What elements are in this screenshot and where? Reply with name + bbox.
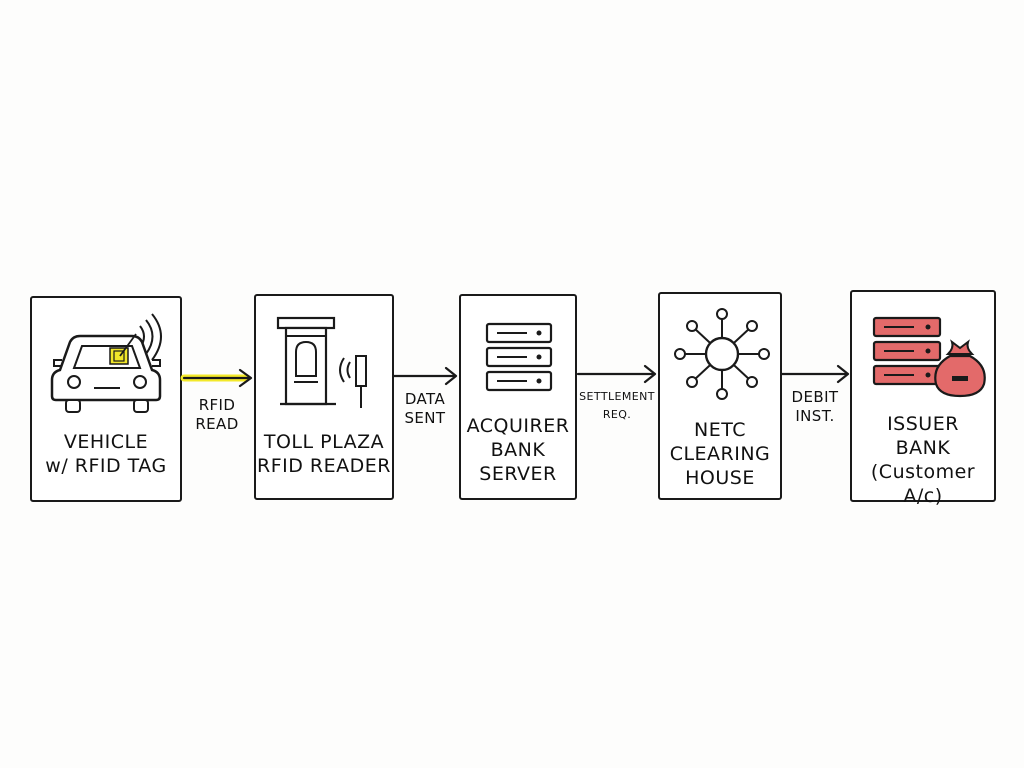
toll-plaza-box: TOLL PLAZA RFID READER: [254, 294, 394, 500]
server-stack-icon: [485, 322, 553, 392]
acquirer-bank-box: ACQUIRER BANK SERVER: [459, 294, 577, 500]
arrow-rfid-read: [182, 368, 253, 388]
red-server-with-money-bag-icon: [872, 316, 986, 398]
edge-label-settlement-req: SETTLEMENT REQ.: [579, 390, 655, 421]
issuer-bank-label: ISSUER BANK (Customer A/c): [870, 413, 976, 507]
toll-plaza-label: TOLL PLAZA RFID READER: [257, 431, 391, 477]
arrow-debit-inst: [780, 364, 850, 384]
edge-label-debit-inst: DEBIT INST.: [791, 388, 839, 425]
edge-label-data-sent: DATA SENT: [404, 390, 446, 427]
issuer-bank-box: ISSUER BANK (Customer A/c): [850, 290, 996, 507]
edge-label-rfid-read: RFID READ: [195, 396, 239, 433]
network-hub-icon: [674, 308, 770, 400]
arrow-settlement-req: [576, 364, 657, 384]
acquirer-bank-label: ACQUIRER BANK SERVER: [466, 415, 570, 485]
car-with-rfid-tag-icon: [50, 313, 162, 413]
vehicle-box: VEHICLE w/ RFID TAG: [30, 296, 182, 502]
netc-clearing-house-label: NETC CLEARING HOUSE: [669, 419, 771, 489]
vehicle-label: VEHICLE w/ RFID TAG: [45, 431, 167, 477]
netc-clearing-house-box: NETC CLEARING HOUSE: [658, 292, 782, 500]
toll-booth-icon: [276, 316, 367, 408]
arrow-data-sent: [392, 366, 458, 386]
